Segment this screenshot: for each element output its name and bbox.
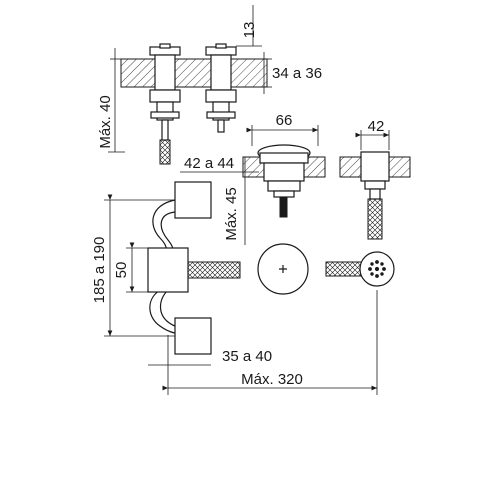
width-42-label: 42 (368, 118, 385, 135)
plan-view (104, 181, 395, 395)
upper-handle (174, 181, 212, 219)
top-height-label: 13 (241, 22, 258, 39)
spout-section-view (339, 130, 411, 240)
offset-35-40-label: 35 a 40 (222, 348, 272, 365)
max-45-label: Máx. 45 (223, 187, 240, 240)
spout-holes (368, 260, 386, 278)
height-50-label: 50 (113, 262, 130, 279)
max-40-label: Máx. 40 (97, 95, 114, 148)
valve-section-view (108, 5, 272, 165)
outlet-hose (187, 261, 241, 279)
max-320-label: Máx. 320 (241, 371, 303, 388)
drain-section-view (180, 125, 326, 245)
deck-slab (120, 58, 268, 88)
deck-42-44-label: 42 a 44 (184, 155, 234, 172)
height-185-190-label: 185 a 190 (91, 237, 108, 304)
lower-handle (174, 317, 212, 355)
width-66-label: 66 (276, 112, 293, 129)
central-body (147, 247, 189, 293)
wall-thickness-label: 34 a 36 (272, 65, 322, 82)
